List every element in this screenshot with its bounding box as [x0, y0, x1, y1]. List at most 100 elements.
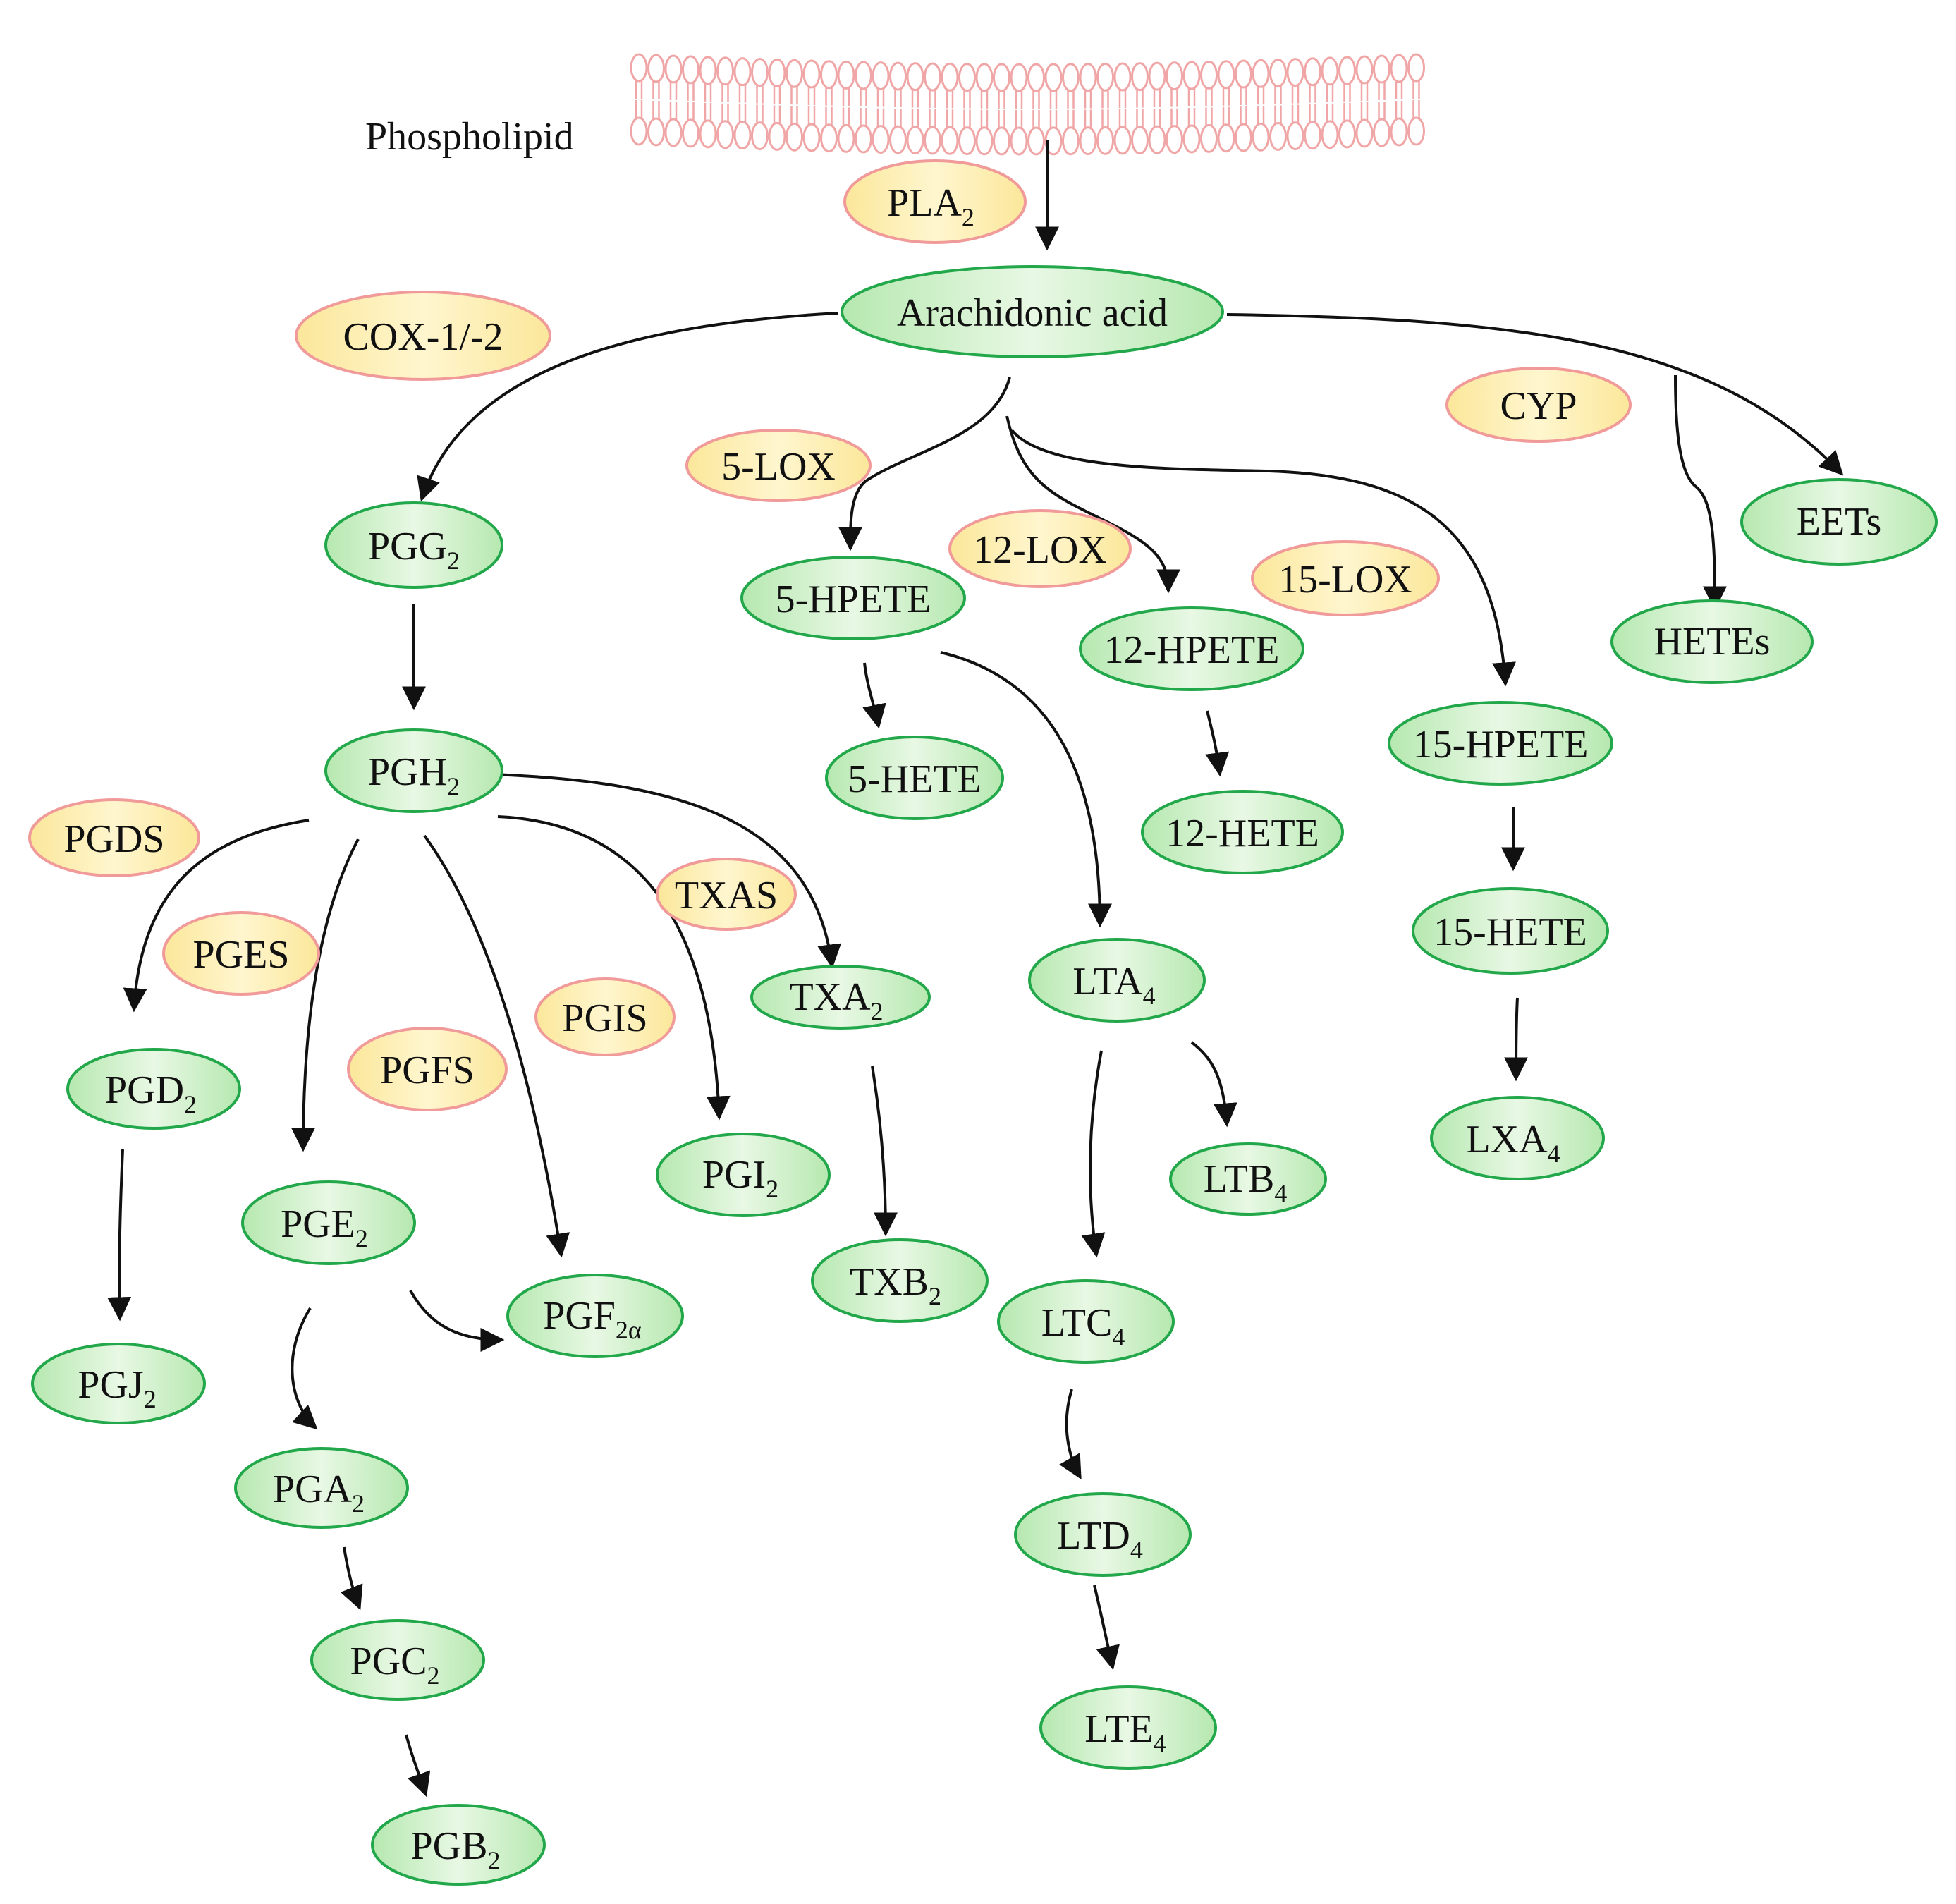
node-pgb2	[371, 1804, 546, 1886]
node-pgi2-label: PGI2	[702, 1153, 778, 1203]
arrow-ltd4-to-lte4	[1093, 1585, 1120, 1671]
lipid-head	[1390, 54, 1408, 83]
lipid-head	[1286, 121, 1304, 151]
node-lte4-label: LTE4	[1084, 1707, 1166, 1757]
arrow-lta4-to-ltb4	[1190, 1041, 1237, 1128]
lipid-head	[647, 117, 665, 147]
lipid-head	[837, 60, 855, 90]
lipid-head	[975, 126, 994, 156]
lipid-head	[1355, 55, 1374, 85]
enzyme-cox	[295, 291, 551, 381]
enzyme-15lox-label: 15-LOX	[1278, 558, 1412, 602]
lipid-head	[993, 126, 1010, 156]
node-ltb4-label: LTB4	[1204, 1157, 1288, 1207]
arrow-aa-to-12hpete	[1005, 415, 1180, 594]
lipid-head	[682, 118, 699, 148]
lipid-head	[1235, 123, 1252, 152]
enzyme-5lox-label: 5-LOX	[721, 445, 836, 489]
node-12hete-label: 12-HETE	[1166, 812, 1319, 855]
lipid-head	[1113, 62, 1132, 92]
node-pgf2a-label: PGF2α	[543, 1294, 642, 1344]
lipid-head	[1166, 125, 1183, 154]
lipid-head	[958, 63, 976, 92]
lipid-head	[1338, 56, 1356, 85]
lipid-head	[716, 120, 734, 149]
lipid-head	[1355, 118, 1374, 148]
lipid-head	[1321, 56, 1339, 86]
node-pgc2-label: PGC2	[350, 1640, 440, 1690]
arrow-pgh2-to-pgd2	[123, 819, 310, 1013]
lipid-head	[889, 125, 907, 154]
enzymes	[28, 159, 1632, 1111]
node-15hpete	[1388, 701, 1613, 786]
lipid-head	[682, 55, 699, 85]
node-pga2	[234, 1447, 409, 1529]
lipid-head	[1027, 126, 1045, 156]
lipid-head	[1131, 62, 1149, 92]
lipid-head	[699, 119, 717, 149]
node-pgg2-label: PGG2	[368, 525, 460, 575]
node-pgh2-label: PGH2	[368, 750, 460, 800]
enzyme-labels: PLA2 COX-1/-2 5-LOX 12-LOX 15-LOX CYP PG…	[63, 181, 1577, 1092]
reaction-arrows	[107, 140, 1844, 1798]
node-pgi2	[656, 1133, 831, 1217]
arrow-aa-to-eets	[1226, 313, 1844, 476]
enzyme-txas-label: TXAS	[675, 874, 778, 917]
node-12hete	[1141, 790, 1344, 874]
lipid-head	[958, 126, 976, 156]
node-pgc2	[310, 1619, 485, 1701]
node-pgb2-label: PGB2	[411, 1824, 501, 1874]
lipid-head	[1304, 121, 1321, 150]
enzyme-pgfs-label: PGFS	[380, 1049, 475, 1092]
lipid-head	[768, 58, 786, 87]
lipid-head	[716, 56, 734, 86]
arrow-aa-to-15hpete	[1010, 429, 1516, 687]
enzyme-pges	[162, 911, 320, 996]
lipid-head	[1113, 126, 1132, 155]
enzyme-pgis	[534, 977, 676, 1056]
node-5hpete-label: 5-HPETE	[776, 578, 931, 621]
lipid-head	[855, 124, 872, 154]
lipid-head	[1166, 61, 1183, 91]
node-lta4	[1028, 938, 1206, 1023]
lipid-head	[1269, 58, 1287, 87]
lipid-head	[889, 61, 907, 91]
lipid-head	[924, 126, 941, 155]
metabolite-labels: Arachidonic acid PGG2 PGH2 5-HPETE 5-HET…	[78, 291, 1881, 1874]
enzyme-pges-label: PGES	[193, 933, 290, 977]
node-15hete-label: 15-HETE	[1434, 910, 1587, 954]
lipid-head	[1079, 63, 1097, 92]
lipid-head	[751, 121, 769, 151]
arrow-pgh2-to-pgi2	[497, 815, 731, 1121]
lipid-head	[664, 54, 683, 84]
arrow-pga2-to-pgc2	[340, 1546, 363, 1611]
arrow-pgc2-to-pgb2	[405, 1734, 431, 1798]
lipid-head	[872, 125, 890, 154]
lipid-head	[786, 122, 803, 152]
node-lte4	[1039, 1685, 1217, 1770]
node-pge2-label: PGE2	[281, 1202, 368, 1252]
lipid-head	[1010, 63, 1028, 92]
node-pge2	[241, 1180, 416, 1265]
lipid-head	[1407, 53, 1425, 83]
node-txb2-label: TXB2	[850, 1260, 941, 1310]
arrow-5hpete-to-lta4	[940, 651, 1112, 928]
lipid-head	[733, 121, 752, 150]
node-pgh2	[324, 728, 503, 813]
arrow-ltc4-to-ltd4	[1059, 1389, 1082, 1479]
lipid-head	[941, 62, 959, 92]
node-5hete-label: 5-HETE	[848, 757, 982, 801]
lipid-head	[1182, 124, 1201, 154]
node-5hete	[825, 736, 1004, 820]
lipid-head	[1217, 123, 1235, 153]
lipid-head	[820, 123, 838, 153]
node-lxa4	[1430, 1096, 1605, 1180]
lipid-head	[699, 56, 717, 85]
node-arachidonic-acid	[841, 265, 1224, 358]
lipid-head	[1286, 58, 1304, 87]
lipid-head	[906, 62, 924, 92]
lipid-head	[768, 121, 786, 151]
node-pgd2	[66, 1048, 241, 1130]
lipid-head	[1148, 125, 1166, 154]
